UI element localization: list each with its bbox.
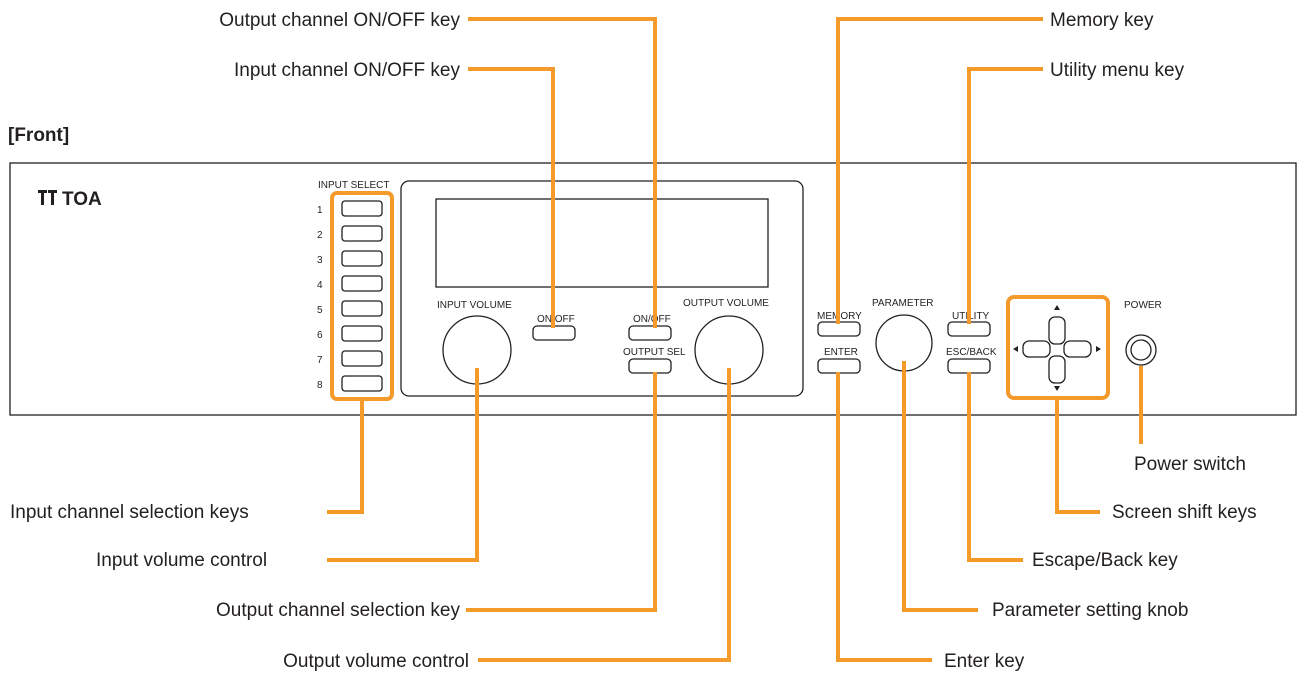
callout-output-volume-control: Output volume control xyxy=(283,651,469,672)
arrow-left-icon xyxy=(1013,346,1018,352)
esc-back-label: ESC/BACK xyxy=(946,347,997,358)
leader-output-volume xyxy=(478,368,731,662)
channel-number-5: 5 xyxy=(317,305,323,316)
cursor-up-key[interactable] xyxy=(1048,316,1066,345)
callout-screen-shift: Screen shift keys xyxy=(1112,502,1257,523)
parameter-label: PARAMETER xyxy=(872,298,934,309)
utility-key[interactable] xyxy=(947,321,991,337)
output-onoff-key[interactable] xyxy=(628,325,672,341)
arrow-right-icon xyxy=(1096,346,1101,352)
leader-parameter xyxy=(902,361,978,612)
output-onoff-label: ON/OFF xyxy=(633,314,671,325)
toa-logo: TOA xyxy=(38,189,102,210)
channel-number-7: 7 xyxy=(317,355,323,366)
input-select-key-1[interactable] xyxy=(341,200,383,217)
callout-parameter-knob: Parameter setting knob xyxy=(992,600,1188,621)
leader-output-sel xyxy=(466,372,657,612)
input-select-key-7[interactable] xyxy=(341,350,383,367)
output-volume-label: OUTPUT VOLUME xyxy=(683,298,769,309)
power-label: POWER xyxy=(1124,300,1162,311)
brand-text: TOA xyxy=(62,189,102,210)
cursor-left-key[interactable] xyxy=(1022,340,1051,358)
input-select-key-2[interactable] xyxy=(341,225,383,242)
enter-label: ENTER xyxy=(824,347,858,358)
cursor-right-key[interactable] xyxy=(1063,340,1092,358)
esc-back-key[interactable] xyxy=(947,358,991,374)
input-select-key-8[interactable] xyxy=(341,375,383,392)
arrow-down-icon xyxy=(1054,386,1060,391)
output-sel-label: OUTPUT SEL xyxy=(623,347,686,358)
callout-power-switch: Power switch xyxy=(1134,454,1246,475)
channel-number-4: 4 xyxy=(317,280,323,291)
screen-shift-keys xyxy=(1013,305,1101,391)
callout-utility-menu-key: Utility menu key xyxy=(1050,60,1185,81)
leader-screen-shift xyxy=(1055,398,1100,514)
leader-input-onoff xyxy=(468,67,555,328)
front-heading: [Front] xyxy=(8,125,69,146)
channel-number-2: 2 xyxy=(317,230,323,241)
input-onoff-label: ON/OFF xyxy=(537,314,575,325)
leader-memory xyxy=(836,17,1043,324)
enter-key[interactable] xyxy=(817,358,861,374)
callout-output-channel-onoff: Output channel ON/OFF key xyxy=(219,10,460,31)
leader-utility xyxy=(967,67,1043,324)
leader-input-select xyxy=(327,399,364,514)
lcd-display xyxy=(435,198,769,288)
input-volume-label: INPUT VOLUME xyxy=(437,300,512,311)
input-select-key-6[interactable] xyxy=(341,325,383,342)
callout-escape-back: Escape/Back key xyxy=(1032,550,1178,571)
callout-memory-key: Memory key xyxy=(1050,10,1154,31)
input-select-label: INPUT SELECT xyxy=(318,180,390,191)
callout-output-channel-selection: Output channel selection key xyxy=(216,600,460,621)
input-select-key-5[interactable] xyxy=(341,300,383,317)
input-select-key-3[interactable] xyxy=(341,250,383,267)
leader-esc-back xyxy=(967,372,1023,562)
callout-input-channel-selection: Input channel selection keys xyxy=(10,502,249,523)
channel-number-3: 3 xyxy=(317,255,323,266)
memory-key[interactable] xyxy=(817,321,861,337)
input-select-key-4[interactable] xyxy=(341,275,383,292)
output-sel-key[interactable] xyxy=(628,358,672,374)
input-channel-keys: 1 2 3 4 5 6 7 8 xyxy=(317,200,383,392)
callout-input-channel-onoff: Input channel ON/OFF key xyxy=(234,60,460,81)
leader-input-volume xyxy=(327,368,479,562)
arrow-up-icon xyxy=(1054,305,1060,310)
leader-enter xyxy=(836,372,932,662)
cursor-down-key[interactable] xyxy=(1048,355,1066,384)
leader-output-onoff xyxy=(468,17,657,328)
channel-number-8: 8 xyxy=(317,380,323,391)
callout-input-volume-control: Input volume control xyxy=(96,550,267,571)
channel-number-6: 6 xyxy=(317,330,323,341)
callout-enter-key: Enter key xyxy=(944,651,1025,672)
input-onoff-key[interactable] xyxy=(532,325,576,341)
power-switch-inner xyxy=(1130,339,1152,361)
channel-number-1: 1 xyxy=(317,205,323,216)
